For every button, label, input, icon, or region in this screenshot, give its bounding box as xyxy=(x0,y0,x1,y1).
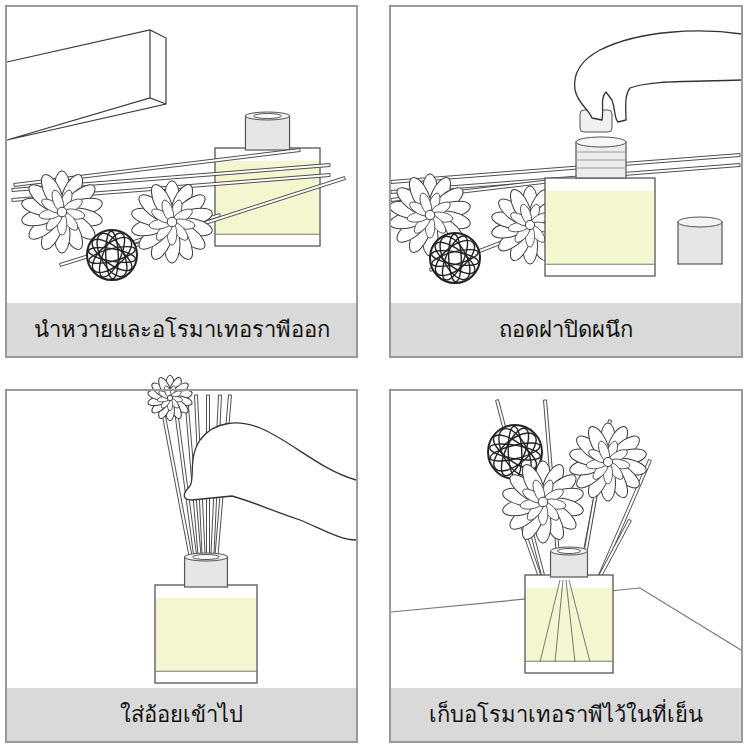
step-panel: เก็บอโรมาเทอราพีไว้ในที่เย็น xyxy=(389,389,743,743)
bottle-glass xyxy=(215,148,320,246)
bottle-liquid xyxy=(546,191,654,264)
diffuser-bottle xyxy=(525,547,613,673)
removed-cap xyxy=(678,222,722,264)
bottle-cap-hole xyxy=(557,549,580,554)
bottle-glass xyxy=(155,585,257,683)
bottle-glass xyxy=(545,178,655,276)
rattan-strand xyxy=(430,246,479,270)
panel-illustration xyxy=(7,30,345,281)
rattan-ball-outline xyxy=(87,230,137,280)
flower-center xyxy=(425,210,435,220)
rattan-strand xyxy=(87,231,138,279)
bottle-glass xyxy=(525,575,613,673)
packaging-box xyxy=(7,30,166,140)
bottle-liquid xyxy=(156,598,256,672)
flower-center xyxy=(167,217,177,227)
bottle-base xyxy=(215,234,320,235)
rattan-strand xyxy=(87,243,136,267)
diffuser-bottle xyxy=(155,553,257,683)
step-caption-band: ถอดฝาปิดผนึก xyxy=(391,303,741,356)
bottle-cap-hole xyxy=(254,114,282,119)
flower xyxy=(130,181,214,263)
flower xyxy=(501,461,585,543)
flower-center xyxy=(167,395,172,400)
bottle-base xyxy=(525,661,613,662)
rattan-ball xyxy=(87,229,138,282)
flower-center xyxy=(525,220,534,229)
rattan-ball-outline xyxy=(430,233,480,283)
panel-illustration xyxy=(147,375,356,683)
bottle-cap-top xyxy=(185,553,228,561)
reed-in-bottle xyxy=(569,580,590,662)
step-caption-band: เก็บอโรมาเทอราพีไว้ในที่เย็น xyxy=(391,688,741,741)
bottle-cap-hole xyxy=(193,555,220,560)
rattan-strand xyxy=(430,234,481,282)
reed-in-bottle xyxy=(555,580,563,662)
step-caption-band: ใส่อ้อยเข้าไป xyxy=(7,688,356,741)
step-caption-band: นำหวายและอโรมาเทอราพีออก xyxy=(7,303,356,356)
step-caption: เก็บอโรมาเทอราพีไว้ในที่เย็น xyxy=(429,697,703,732)
step-caption: ใส่อ้อยเข้าไป xyxy=(120,697,243,732)
bottle-base xyxy=(545,264,655,265)
step-caption: นำหวายและอโรมาเทอราพีออก xyxy=(34,312,330,347)
rattan-strand xyxy=(88,234,137,276)
removed-cap-top xyxy=(678,217,722,227)
flower xyxy=(147,375,193,420)
bottle-plug-top xyxy=(576,137,626,147)
bottle-cap-top xyxy=(245,112,289,120)
flower-center xyxy=(57,207,67,217)
rattan-strand xyxy=(488,439,541,465)
panel-illustration xyxy=(388,31,742,284)
step-panel: นำหวายและอโรมาเทอราพีออก xyxy=(5,5,358,358)
bottle-cap-top xyxy=(551,547,588,555)
hand xyxy=(575,31,742,122)
panel-illustration xyxy=(391,400,741,673)
step-panel: ถอดฝาปิดผนึก xyxy=(389,5,743,358)
bottle-base xyxy=(155,671,257,672)
reed-in-bottle xyxy=(566,580,575,662)
flower-center xyxy=(603,457,612,466)
rattan-ball xyxy=(430,232,481,285)
bottle-liquid xyxy=(526,588,612,662)
hand xyxy=(184,423,356,540)
plug-ring xyxy=(577,152,625,153)
reed-in-bottle xyxy=(540,580,560,662)
step-caption: ถอดฝาปิดผนึก xyxy=(499,312,633,347)
flower-center xyxy=(538,497,548,507)
bottle-cap xyxy=(245,116,289,150)
plug-ring xyxy=(577,160,625,161)
rattan-strand xyxy=(431,237,480,279)
step-panel: ใส่อ้อยเข้าไป xyxy=(5,389,358,743)
diffuser-bottle xyxy=(545,178,655,276)
plug-ring xyxy=(577,168,625,169)
